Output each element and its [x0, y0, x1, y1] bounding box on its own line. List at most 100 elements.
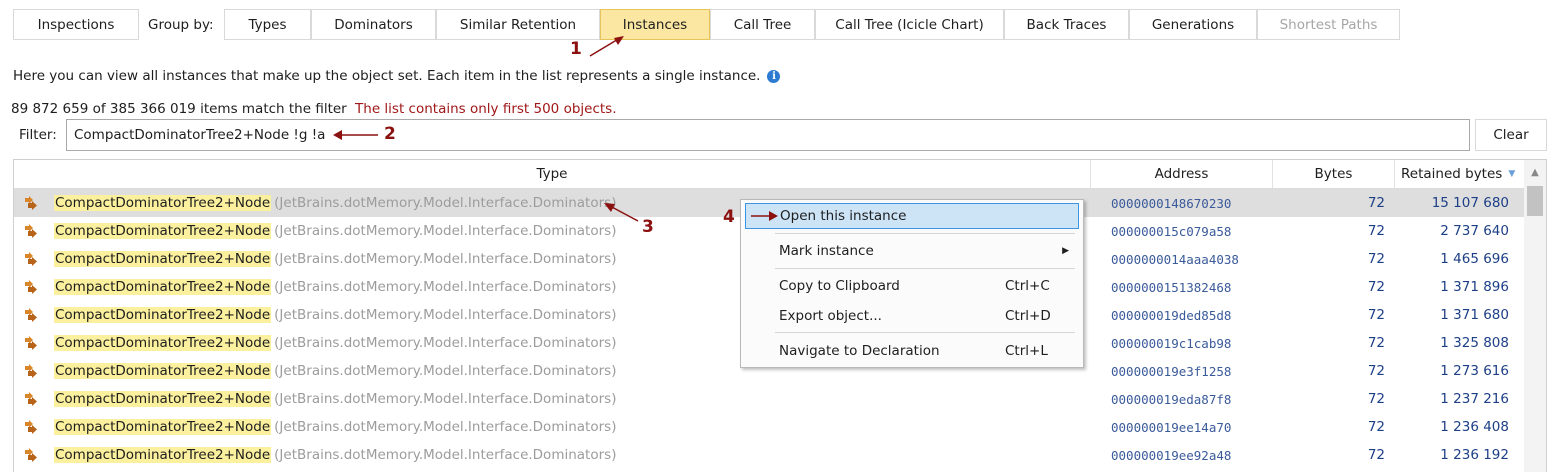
- instance-node-icon: [25, 392, 37, 406]
- table-row[interactable]: CompactDominatorTree2+Node(JetBrains.dot…: [14, 217, 1524, 245]
- retained-bytes-cell: 1 465 696: [1440, 251, 1509, 267]
- menu-item-copy-clipboard-label: Copy to Clipboard: [779, 278, 900, 294]
- address-cell: 0000000014aaa4038: [1111, 251, 1239, 267]
- annotation-label-3: 3: [642, 217, 654, 237]
- tab-dominators[interactable]: Dominators: [311, 9, 436, 40]
- column-header-bytes-label: Bytes: [1314, 166, 1353, 182]
- table-row[interactable]: CompactDominatorTree2+Node(JetBrains.dot…: [14, 245, 1524, 273]
- type-namespace: (JetBrains.dotMemory.Model.Interface.Dom…: [274, 223, 617, 239]
- match-count-text: 89 872 659 of 385 366 019 items match th…: [11, 101, 347, 117]
- table-row[interactable]: CompactDominatorTree2+Node(JetBrains.dot…: [14, 357, 1524, 385]
- type-name: CompactDominatorTree2+Node: [54, 279, 272, 295]
- tab-shortest-paths: Shortest Paths: [1257, 9, 1400, 40]
- type-name: CompactDominatorTree2+Node: [54, 307, 272, 323]
- retained-bytes-cell: 1 325 808: [1440, 335, 1509, 351]
- filter-label: Filter:: [19, 127, 57, 143]
- type-namespace: (JetBrains.dotMemory.Model.Interface.Dom…: [274, 391, 617, 407]
- tab-generations[interactable]: Generations: [1129, 9, 1257, 40]
- table-row[interactable]: CompactDominatorTree2+Node(JetBrains.dot…: [14, 441, 1524, 469]
- description-text: Here you can view all instances that mak…: [13, 68, 781, 84]
- type-namespace: (JetBrains.dotMemory.Model.Interface.Dom…: [274, 279, 617, 295]
- sort-descending-icon: ▼: [1508, 169, 1516, 179]
- tab-call-tree[interactable]: Call Tree: [710, 9, 815, 40]
- column-header-address[interactable]: Address: [1090, 160, 1272, 188]
- type-name: CompactDominatorTree2+Node: [54, 251, 272, 267]
- bytes-cell: 72: [1367, 223, 1385, 239]
- annotation-arrow-1: [589, 36, 624, 57]
- clear-button[interactable]: Clear: [1475, 119, 1547, 151]
- address-cell: 000000019e3f1258: [1111, 363, 1232, 379]
- menu-item-open-instance-label: Open this instance: [780, 208, 907, 224]
- annotation-label-2: 2: [384, 124, 396, 144]
- address-cell: 0000000148670230: [1111, 195, 1232, 211]
- menu-item-mark-instance[interactable]: Mark instance ▶: [745, 238, 1079, 264]
- type-cell: CompactDominatorTree2+Node(JetBrains.dot…: [22, 329, 616, 357]
- column-header-type-label: Type: [536, 166, 568, 182]
- filter-input-value: CompactDominatorTree2+Node !g !a: [74, 127, 326, 143]
- column-header-retained[interactable]: Retained bytes ▼: [1394, 160, 1524, 188]
- type-cell: CompactDominatorTree2+Node(JetBrains.dot…: [22, 301, 616, 329]
- column-header-retained-label: Retained bytes: [1401, 166, 1503, 182]
- submenu-arrow-icon: ▶: [1062, 246, 1069, 256]
- menu-item-export-object-shortcut: Ctrl+D: [1005, 308, 1051, 324]
- match-count: 89 872 659 of 385 366 019 items match th…: [11, 101, 617, 117]
- column-header-address-label: Address: [1154, 166, 1209, 182]
- bytes-cell: 72: [1367, 279, 1385, 295]
- group-by-label: Group by:: [148, 16, 214, 33]
- type-name: CompactDominatorTree2+Node: [54, 391, 272, 407]
- type-namespace: (JetBrains.dotMemory.Model.Interface.Dom…: [274, 251, 617, 267]
- annotation-arrow-4: [751, 211, 778, 221]
- type-name: CompactDominatorTree2+Node: [54, 223, 272, 239]
- bytes-cell: 72: [1367, 419, 1385, 435]
- tab-types[interactable]: Types: [224, 9, 311, 40]
- type-namespace: (JetBrains.dotMemory.Model.Interface.Dom…: [274, 335, 617, 351]
- column-header-bytes[interactable]: Bytes: [1272, 160, 1394, 188]
- type-cell: CompactDominatorTree2+Node(JetBrains.dot…: [22, 273, 616, 301]
- annotation-label-4: 4: [723, 207, 735, 227]
- address-cell: 000000015c079a58: [1111, 223, 1232, 239]
- address-cell: 000000019eda87f8: [1111, 391, 1232, 407]
- tab-similar-retention[interactable]: Similar Retention: [436, 9, 600, 40]
- menu-separator: [775, 268, 1075, 269]
- retained-bytes-cell: 1 236 192: [1440, 447, 1509, 463]
- tab-back-traces[interactable]: Back Traces: [1004, 9, 1129, 40]
- type-cell: CompactDominatorTree2+Node(JetBrains.dot…: [22, 217, 616, 245]
- menu-item-mark-instance-label: Mark instance: [779, 243, 874, 259]
- type-name: CompactDominatorTree2+Node: [54, 447, 272, 463]
- inspections-button[interactable]: Inspections: [13, 9, 139, 40]
- address-cell: 000000019c1cab98: [1111, 335, 1232, 351]
- instance-node-icon: [25, 420, 37, 434]
- table-row[interactable]: CompactDominatorTree2+Node(JetBrains.dot…: [14, 385, 1524, 413]
- table-row[interactable]: CompactDominatorTree2+Node(JetBrains.dot…: [14, 329, 1524, 357]
- menu-item-export-object[interactable]: Export object... Ctrl+D: [745, 303, 1079, 329]
- instance-node-icon: [25, 280, 37, 294]
- retained-bytes-cell: 1 371 896: [1440, 279, 1509, 295]
- instance-node-icon: [25, 196, 37, 210]
- bytes-cell: 72: [1367, 251, 1385, 267]
- info-icon[interactable]: i: [767, 69, 781, 83]
- table-row[interactable]: CompactDominatorTree2+Node(JetBrains.dot…: [14, 301, 1524, 329]
- filter-input[interactable]: CompactDominatorTree2+Node !g !a: [66, 119, 1470, 151]
- menu-separator: [775, 233, 1075, 234]
- address-cell: 000000019ded85d8: [1111, 307, 1232, 323]
- instance-node-icon: [25, 224, 37, 238]
- type-namespace: (JetBrains.dotMemory.Model.Interface.Dom…: [274, 447, 617, 463]
- scroll-up-icon[interactable]: ▲: [1531, 166, 1539, 178]
- table-row[interactable]: CompactDominatorTree2+Node(JetBrains.dot…: [14, 273, 1524, 301]
- type-name: CompactDominatorTree2+Node: [54, 195, 272, 211]
- vertical-scrollbar[interactable]: ▲: [1524, 160, 1546, 472]
- tab-call-tree-icicle[interactable]: Call Tree (Icicle Chart): [815, 9, 1004, 40]
- annotation-label-1: 1: [570, 39, 582, 59]
- tab-instances[interactable]: Instances: [600, 9, 710, 40]
- retained-bytes-cell: 1 236 408: [1440, 419, 1509, 435]
- table-row[interactable]: CompactDominatorTree2+Node(JetBrains.dot…: [14, 413, 1524, 441]
- menu-item-open-instance[interactable]: Open this instance: [745, 203, 1079, 229]
- menu-item-copy-clipboard[interactable]: Copy to Clipboard Ctrl+C: [745, 273, 1079, 299]
- annotation-arrow-3: [604, 203, 639, 222]
- retained-bytes-cell: 2 737 640: [1440, 223, 1509, 239]
- retained-bytes-cell: 15 107 680: [1431, 195, 1509, 211]
- scroll-thumb[interactable]: [1527, 186, 1543, 216]
- menu-item-navigate-declaration[interactable]: Navigate to Declaration Ctrl+L: [745, 338, 1079, 364]
- address-cell: 000000019ee92a48: [1111, 447, 1232, 463]
- column-header-type[interactable]: Type: [14, 160, 1090, 188]
